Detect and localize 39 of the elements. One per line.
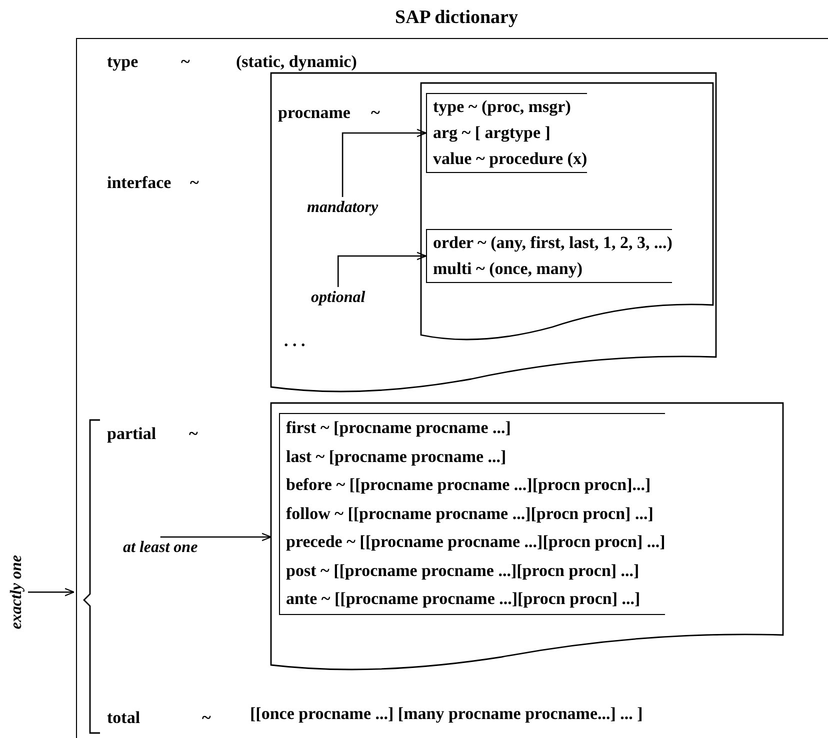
document-box (271, 403, 783, 671)
frame-title: SAP dictionary (395, 7, 518, 29)
entry-text: first ~ [procname procname ...] (286, 417, 512, 439)
label-text: interface (107, 173, 172, 193)
entry-text: last ~ [procname procname ...] (286, 446, 508, 468)
annotation-text: at least one (123, 539, 198, 557)
entry-text: before ~ [[procname procname ...][procn procn]...] (286, 474, 652, 496)
label-text: partial (107, 424, 156, 444)
arrow (337, 252, 427, 287)
document-box (421, 83, 713, 341)
label-text: ~ (190, 173, 199, 193)
label-text: type (107, 52, 138, 72)
entry-text: precede ~ [[procname procname ...][procn procn] ...] (286, 531, 666, 553)
label-text: [[once procname ...] [many procname procname...] ... ] (250, 704, 643, 724)
arrow (28, 588, 75, 596)
label-text: ~ (202, 708, 211, 728)
entry-text: ~ (371, 103, 380, 123)
entry-text: ante ~ [[procname procname ...][procn procn] ...] (286, 588, 642, 610)
document-box (271, 73, 716, 393)
label-text: (static, dynamic) (236, 52, 357, 72)
entry-text: arg ~ [ argtype ] (433, 122, 552, 144)
arrow (342, 128, 427, 197)
entry-text: . . . (284, 331, 306, 351)
annotation-text: exactly one (8, 555, 26, 630)
entry-text: post ~ [[procname procname ...][procn procn] ...] (286, 560, 640, 582)
entry-text: order ~ (any, first, last, 1, 2, 3, ...) (433, 232, 672, 254)
annotation-text: mandatory (307, 199, 378, 217)
label-text: ~ (189, 424, 198, 444)
entry-text: type ~ (proc, msgr) (433, 96, 572, 118)
entry-text: multi ~ (once, many) (433, 258, 584, 280)
entry-text: follow ~ [[procname procname ...][procn procn] ...] (286, 502, 654, 525)
entry-text: procname (278, 103, 350, 123)
annotation-text: optional (311, 289, 366, 307)
arrow (160, 532, 272, 542)
entry-text: value ~ procedure (x) (433, 148, 588, 170)
label-text: total (107, 708, 140, 728)
bracket-list (426, 93, 588, 173)
bracket-list (426, 229, 672, 283)
label-text: ~ (181, 52, 190, 72)
